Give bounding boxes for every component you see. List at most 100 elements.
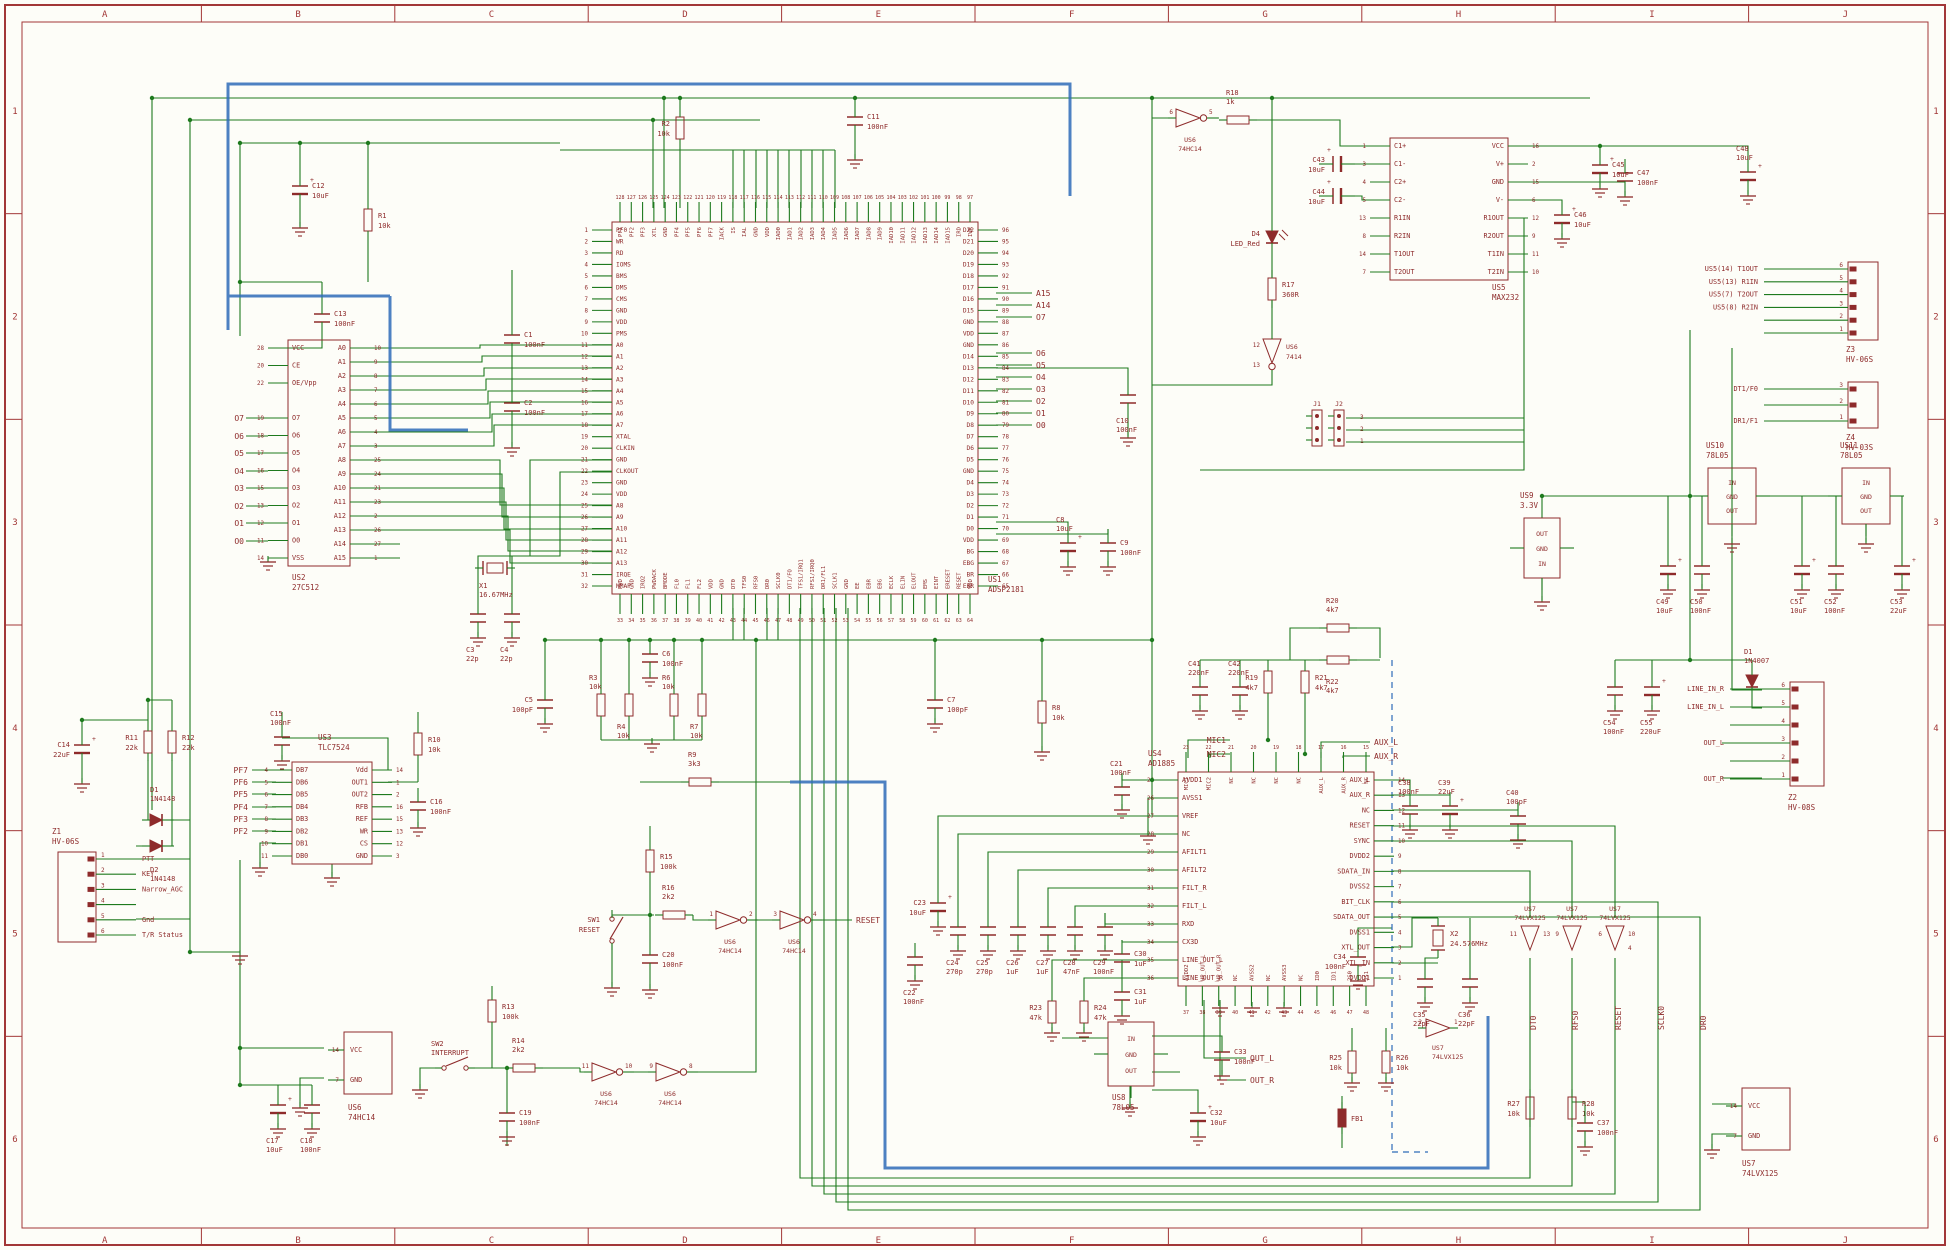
- svg-text:RESET: RESET: [579, 926, 601, 934]
- svg-text:A15: A15: [1036, 289, 1051, 298]
- svg-text:PF3: PF3: [641, 227, 647, 237]
- svg-text:US8: US8: [1112, 1093, 1126, 1102]
- svg-text:11: 11: [581, 343, 588, 349]
- svg-text:DVSS2: DVSS2: [1350, 883, 1370, 891]
- gnd-symbol: [1214, 1070, 1230, 1085]
- svg-text:C16: C16: [430, 798, 443, 806]
- svg-text:8: 8: [1398, 869, 1402, 875]
- svg-text:A8: A8: [616, 503, 624, 510]
- gnd-symbol: [1607, 705, 1623, 720]
- svg-text:6: 6: [1532, 198, 1536, 204]
- svg-text:22pF: 22pF: [1458, 1020, 1475, 1028]
- svg-text:23: 23: [1183, 745, 1189, 751]
- svg-text:NC: NC: [1182, 830, 1190, 838]
- svg-text:O4: O4: [1036, 373, 1046, 382]
- junction-dot: [1302, 751, 1308, 757]
- svg-text:C1: C1: [524, 331, 532, 339]
- svg-text:1: 1: [396, 780, 400, 786]
- svg-text:82: 82: [1002, 389, 1009, 395]
- svg-text:GND: GND: [1492, 178, 1504, 186]
- svg-text:SW2: SW2: [431, 1040, 444, 1048]
- svg-text:C41: C41: [1188, 660, 1201, 668]
- svg-text:C39: C39: [1438, 779, 1451, 787]
- svg-text:116: 116: [751, 195, 760, 201]
- svg-text:PF1: PF1: [618, 227, 624, 237]
- svg-text:XTL: XTL: [652, 226, 658, 237]
- svg-text:113: 113: [785, 195, 794, 201]
- svg-text:VCC: VCC: [1492, 142, 1504, 150]
- svg-text:2: 2: [1933, 313, 1938, 323]
- svg-text:10uF: 10uF: [1736, 154, 1753, 162]
- svg-text:MIC2: MIC2: [1207, 777, 1213, 790]
- svg-text:C7: C7: [947, 696, 955, 704]
- svg-text:117: 117: [740, 195, 749, 201]
- svg-text:28: 28: [257, 346, 264, 352]
- svg-text:74HC14: 74HC14: [658, 1099, 682, 1107]
- svg-text:US2: US2: [292, 573, 306, 582]
- svg-text:Z2: Z2: [1788, 793, 1797, 802]
- svg-text:121: 121: [695, 195, 704, 201]
- svg-text:A10: A10: [616, 526, 627, 533]
- gnd-symbol: [1232, 705, 1248, 720]
- svg-text:31: 31: [581, 573, 588, 579]
- svg-text:9: 9: [1555, 931, 1559, 938]
- svg-text:6: 6: [101, 928, 105, 935]
- svg-text:NC: NC: [1266, 974, 1272, 981]
- svg-text:22: 22: [581, 469, 588, 475]
- svg-text:13: 13: [1253, 362, 1261, 369]
- svg-text:4k7: 4k7: [1326, 606, 1339, 614]
- net-OUT_L: OUT_L: [1250, 1054, 1274, 1063]
- junction-dot: [647, 637, 653, 643]
- svg-text:98: 98: [956, 195, 962, 201]
- svg-text:C49: C49: [1656, 598, 1669, 606]
- svg-text:70: 70: [1002, 527, 1009, 533]
- gnd-symbol: [1010, 945, 1026, 960]
- svg-text:GND: GND: [1748, 1132, 1760, 1140]
- svg-text:12: 12: [1532, 216, 1539, 222]
- svg-text:C47: C47: [1637, 169, 1650, 177]
- svg-text:10k: 10k: [378, 222, 391, 230]
- svg-text:OE/Vpp: OE/Vpp: [292, 379, 317, 387]
- svg-text:123: 123: [672, 195, 681, 201]
- gnd-symbol: [292, 1102, 308, 1117]
- svg-text:GND: GND: [616, 457, 627, 464]
- svg-text:D15: D15: [963, 307, 974, 314]
- net-RESET: RESET: [856, 916, 880, 925]
- svg-text:R1OUT: R1OUT: [1484, 214, 1504, 222]
- junction-dot: [504, 1065, 510, 1071]
- gnd-symbol: [927, 718, 943, 733]
- svg-text:AVDD2: AVDD2: [1184, 964, 1190, 981]
- svg-text:I: I: [1649, 10, 1654, 20]
- svg-text:GND: GND: [616, 307, 627, 314]
- svg-text:O0: O0: [234, 537, 244, 546]
- svg-text:US6: US6: [664, 1090, 676, 1098]
- svg-text:21: 21: [581, 458, 588, 464]
- svg-text:A3: A3: [616, 376, 624, 383]
- svg-text:10k: 10k: [1052, 714, 1065, 722]
- gnd-symbol: [1704, 1144, 1720, 1159]
- svg-text:PF5: PF5: [686, 227, 692, 237]
- svg-text:C6: C6: [662, 650, 670, 658]
- svg-text:PMS: PMS: [616, 330, 627, 337]
- svg-text:GND: GND: [1125, 1051, 1137, 1059]
- svg-text:10k: 10k: [1329, 1064, 1342, 1072]
- svg-text:A3: A3: [338, 386, 346, 394]
- svg-text:OUT: OUT: [1860, 507, 1872, 515]
- junction-dot: [1149, 777, 1155, 783]
- svg-text:SYNC: SYNC: [1354, 837, 1370, 845]
- svg-text:E: E: [876, 10, 881, 20]
- svg-text:DR1/F1: DR1/F1: [1733, 417, 1758, 425]
- svg-text:BMS: BMS: [616, 273, 627, 280]
- junction-dot: [650, 117, 656, 123]
- gnd-symbol: [499, 1131, 515, 1146]
